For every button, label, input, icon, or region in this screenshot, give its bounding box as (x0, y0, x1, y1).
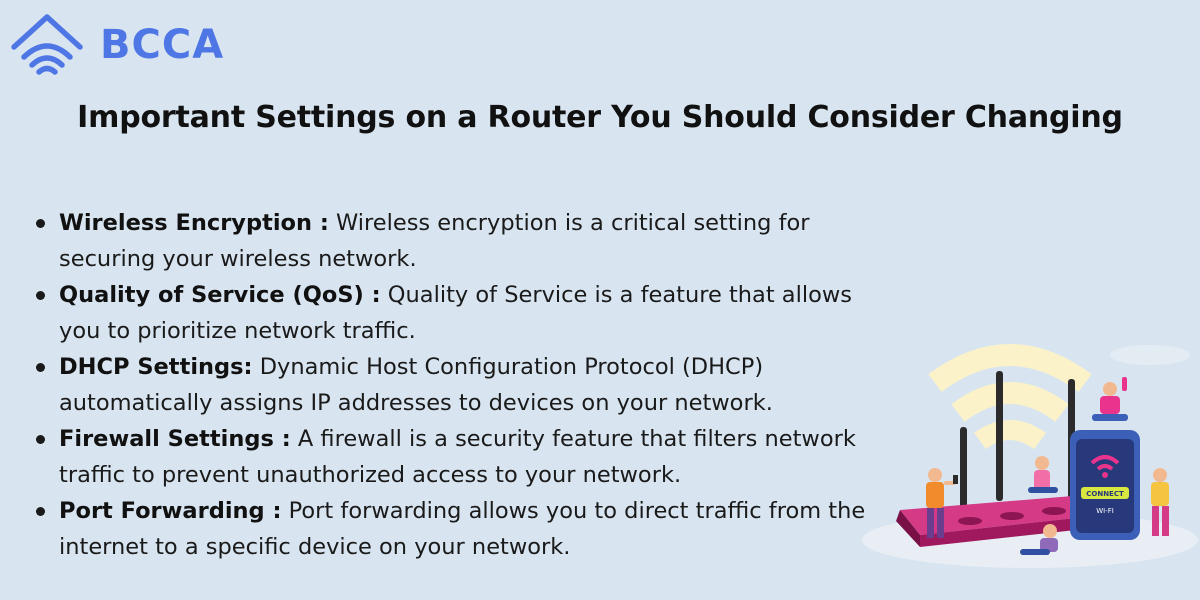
list-item-port-forwarding: Port Forwarding : Port forwarding allows… (30, 493, 890, 565)
brand-name: BCCA (100, 22, 225, 68)
bullet-term: Wireless Encryption : (59, 210, 329, 236)
bullet-term: Quality of Service (QoS) : (59, 282, 381, 308)
house-wifi-icon (11, 14, 83, 75)
bullet-text: Quality of Service is a feature that all… (59, 282, 852, 344)
bullet-dot (36, 435, 45, 444)
list-item-qos: Quality of Service (QoS) : Quality of Se… (30, 277, 890, 349)
person-on-phone (1092, 377, 1128, 421)
router-antenna (960, 427, 967, 509)
brand-logo[interactable]: BCCA (10, 10, 224, 80)
bullet-text: Wireless encryption is a critical settin… (59, 210, 810, 272)
list-item-wireless-encryption: Wireless Encryption : Wireless encryptio… (30, 205, 890, 277)
person-sitting-router (1028, 456, 1058, 493)
person-standing-right (1151, 468, 1169, 536)
bullet-text: Port forwarding allows you to direct tra… (59, 498, 866, 560)
router-antenna (996, 371, 1003, 501)
background-cloud (1110, 345, 1190, 365)
list-item-firewall: Firewall Settings : A firewall is a secu… (30, 421, 890, 493)
bullet-dot (36, 219, 45, 228)
router-illustration: CONNECT WI-FI (862, 344, 1198, 568)
phone-device: CONNECT WI-FI (1070, 430, 1140, 540)
person-standing-left (926, 468, 958, 538)
phone-connect-button: CONNECT (1086, 490, 1124, 498)
wifi-signal-icon (928, 344, 1092, 450)
bullet-dot (36, 291, 45, 300)
settings-list: Wireless Encryption : Wireless encryptio… (30, 205, 890, 565)
list-item-dhcp: DHCP Settings: Dynamic Host Configuratio… (30, 349, 890, 421)
bullet-dot (36, 507, 45, 516)
person-sitting-floor (1020, 524, 1058, 555)
bullet-text: A firewall is a security feature that fi… (59, 426, 856, 488)
page-title: Important Settings on a Router You Shoul… (77, 100, 1123, 135)
bullet-term: Firewall Settings : (59, 426, 291, 452)
bullet-text: Dynamic Host Configuration Protocol (DHC… (59, 354, 773, 416)
bullet-dot (36, 363, 45, 372)
bullet-term: Port Forwarding : (59, 498, 282, 524)
bullet-term: DHCP Settings: (59, 354, 253, 380)
phone-wifi-label: WI-FI (1096, 507, 1114, 515)
